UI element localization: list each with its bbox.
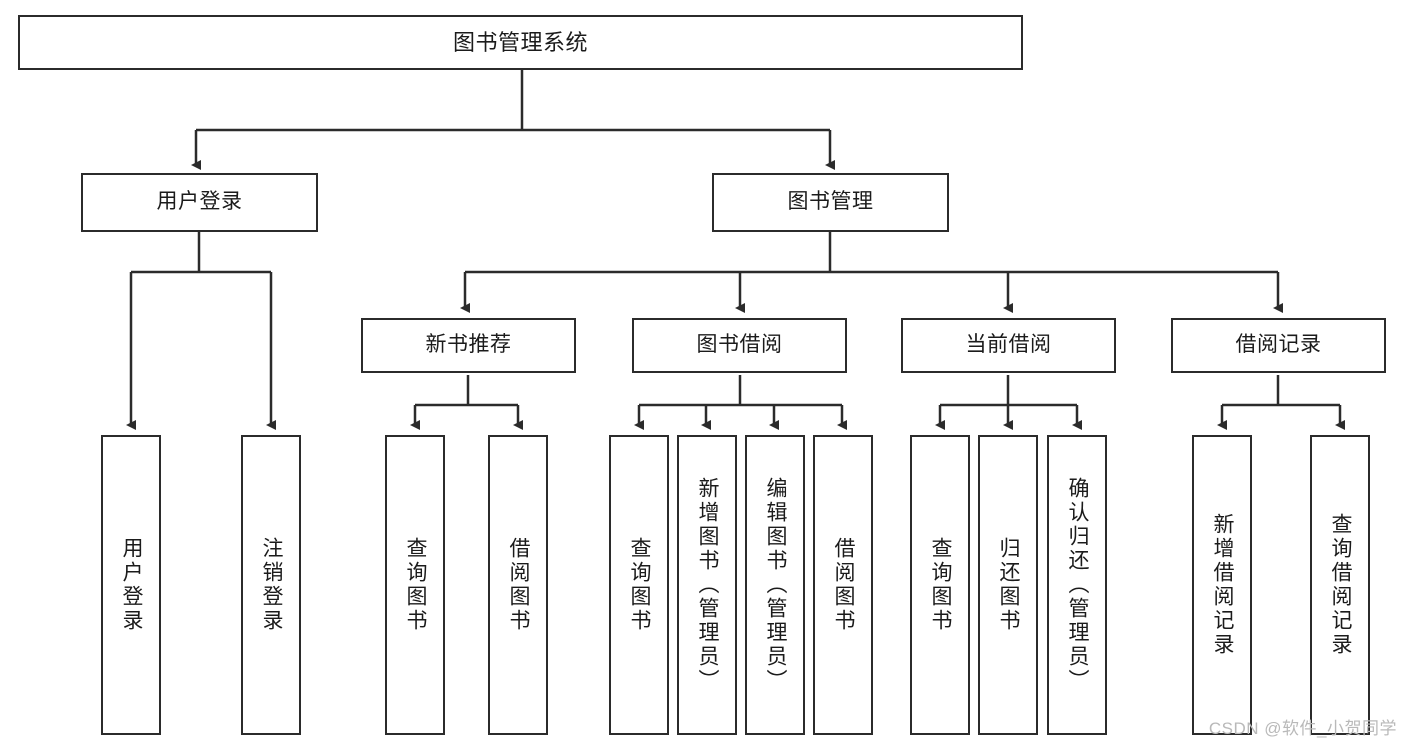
node-leaf-add-record[interactable]: 新增借阅记录 (1192, 435, 1252, 735)
node-leaf-borrow-book-2[interactable]: 借阅图书 (813, 435, 873, 735)
node-leaf-query-book-3[interactable]: 查询图书 (910, 435, 970, 735)
node-leaf-edit-book-label: 编辑图书（管理员） (764, 477, 788, 693)
node-book-management-label: 图书管理 (787, 190, 874, 214)
node-book-management[interactable]: 图书管理 (712, 173, 949, 232)
node-leaf-confirm-return-label: 确认归还（管理员） (1066, 477, 1090, 693)
node-leaf-query-book-3-label: 查询图书 (929, 537, 953, 633)
node-leaf-user-logout-label: 注销登录 (260, 537, 284, 633)
node-user-login[interactable]: 用户登录 (81, 173, 318, 232)
node-leaf-query-book-2-label: 查询图书 (628, 537, 652, 633)
node-leaf-confirm-return[interactable]: 确认归还（管理员） (1047, 435, 1107, 735)
node-leaf-return-book[interactable]: 归还图书 (978, 435, 1038, 735)
node-book-borrow[interactable]: 图书借阅 (632, 318, 847, 373)
node-borrow-record-label: 借阅记录 (1235, 333, 1322, 357)
node-book-borrow-label: 图书借阅 (696, 333, 783, 357)
node-leaf-borrow-book-1[interactable]: 借阅图书 (488, 435, 548, 735)
node-leaf-query-book-1-label: 查询图书 (404, 537, 428, 633)
node-leaf-query-book-2[interactable]: 查询图书 (609, 435, 669, 735)
node-leaf-user-login[interactable]: 用户登录 (101, 435, 161, 735)
node-leaf-add-book-label: 新增图书（管理员） (696, 477, 720, 693)
node-leaf-query-book-1[interactable]: 查询图书 (385, 435, 445, 735)
node-leaf-query-record[interactable]: 查询借阅记录 (1310, 435, 1370, 735)
node-new-book-recommend[interactable]: 新书推荐 (361, 318, 576, 373)
node-leaf-borrow-book-1-label: 借阅图书 (507, 537, 531, 633)
node-user-login-label: 用户登录 (156, 190, 243, 214)
node-leaf-return-book-label: 归还图书 (997, 537, 1021, 633)
node-borrow-record[interactable]: 借阅记录 (1171, 318, 1386, 373)
node-leaf-add-record-label: 新增借阅记录 (1211, 513, 1235, 657)
node-root-label: 图书管理系统 (452, 29, 588, 55)
node-leaf-edit-book[interactable]: 编辑图书（管理员） (745, 435, 805, 735)
node-leaf-query-record-label: 查询借阅记录 (1329, 513, 1353, 657)
node-leaf-user-login-label: 用户登录 (120, 537, 144, 633)
node-new-book-recommend-label: 新书推荐 (425, 333, 512, 357)
node-leaf-borrow-book-2-label: 借阅图书 (832, 537, 856, 633)
watermark: CSDN @软件_小贺同学 (1208, 719, 1397, 738)
node-leaf-user-logout[interactable]: 注销登录 (241, 435, 301, 735)
node-current-borrow[interactable]: 当前借阅 (901, 318, 1116, 373)
node-leaf-add-book[interactable]: 新增图书（管理员） (677, 435, 737, 735)
node-current-borrow-label: 当前借阅 (965, 333, 1052, 357)
node-root[interactable]: 图书管理系统 (18, 15, 1023, 70)
